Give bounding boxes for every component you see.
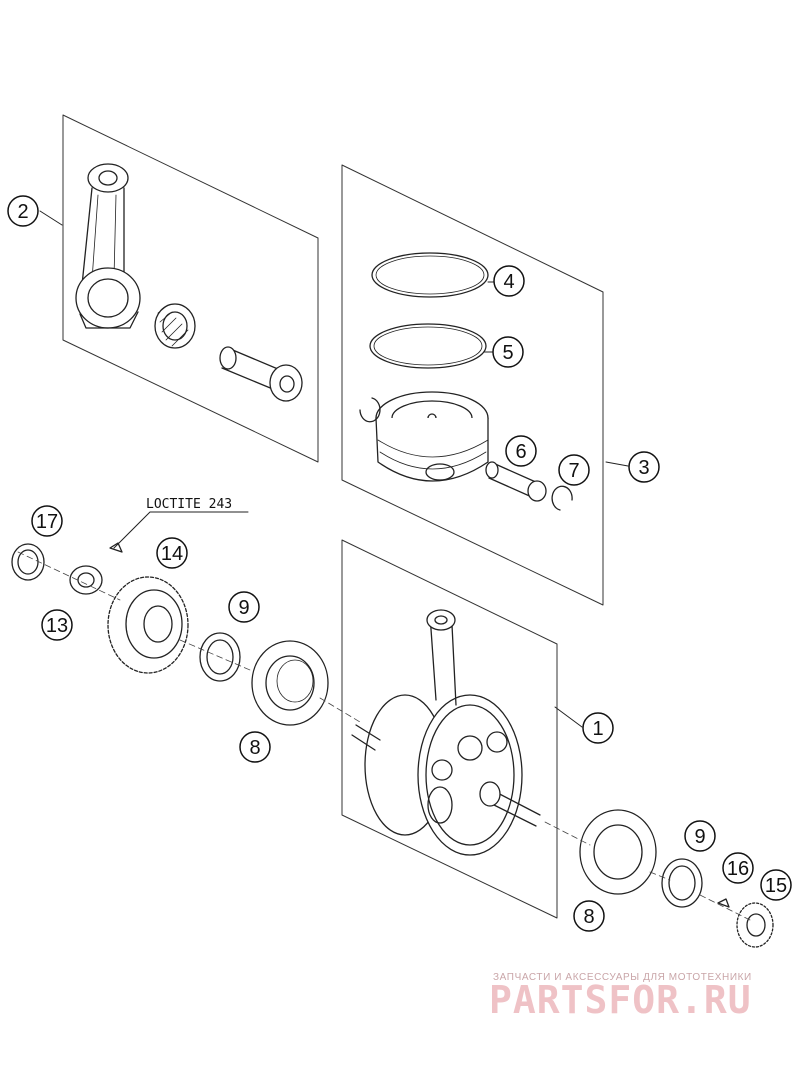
callout-circle-6 [505, 435, 537, 467]
callout-15-label: 15 [765, 875, 787, 897]
callout-2-label: 2 [17, 201, 28, 223]
callout-circle-9b [684, 820, 716, 852]
woodruff-key-right [717, 898, 730, 908]
callout-1-label: 1 [592, 718, 603, 740]
callout-circle-8b [573, 900, 605, 932]
callout-7-label: 7 [568, 460, 579, 482]
needle-bearing-part [154, 303, 196, 349]
callout-5-label: 5 [502, 342, 513, 364]
callout-16-label: 16 [727, 858, 749, 880]
callout-circle-5 [492, 336, 524, 368]
connecting-rod-part [75, 163, 141, 329]
callout-8b-label: 8 [583, 906, 594, 928]
circlip-left [359, 397, 381, 423]
loctite-note: LOCTITE 243 [146, 497, 232, 512]
callout-circle-16 [722, 852, 754, 884]
callout-9a-label: 9 [238, 597, 249, 619]
shaft-seal-right [661, 858, 703, 908]
spacer-part [69, 565, 103, 595]
watermark-tagline: ЗАПЧАСТИ И АКСЕССУАРЫ ДЛЯ МОТОТЕХНИКИ [493, 972, 752, 983]
callout-4-label: 4 [503, 271, 514, 293]
main-bearing-right [579, 809, 657, 895]
watermark-brand: PARTSFOR.RU [489, 978, 752, 1022]
crankshaft-part [351, 609, 541, 856]
callout-circle-2 [7, 195, 39, 227]
callout-14-label: 14 [161, 543, 183, 565]
callout-circle-4 [493, 265, 525, 297]
callout-circle-9a [228, 591, 260, 623]
callout-8a-label: 8 [249, 737, 260, 759]
piston-group-panel [341, 164, 604, 606]
woodruff-key-left [109, 542, 123, 553]
callout-circle-7 [558, 454, 590, 486]
main-bearing-left [251, 640, 329, 726]
axis-line [17, 551, 751, 921]
callout-13-label: 13 [46, 615, 68, 637]
callout-6-label: 6 [515, 441, 526, 463]
callout-3-label: 3 [638, 457, 649, 479]
piston-ring-upper [371, 252, 489, 298]
callout-circle-14 [156, 537, 188, 569]
callout-circle-1 [582, 712, 614, 744]
callout-circle-13 [41, 609, 73, 641]
callout-circle-17 [31, 505, 63, 537]
crankshaft-panel [341, 539, 558, 919]
callout-circle-3 [628, 451, 660, 483]
callout-9b-label: 9 [694, 826, 705, 848]
circlip-right [551, 485, 573, 511]
callout-circle-8a [239, 731, 271, 763]
primary-gear-part [107, 576, 189, 674]
pin-part [219, 346, 303, 402]
timing-gear-part [736, 902, 774, 948]
conrod-group-panel [62, 114, 319, 463]
piston-ring-lower [369, 323, 487, 369]
piston-part [375, 391, 489, 482]
piston-pin-part [485, 461, 547, 502]
callout-17-label: 17 [36, 511, 58, 533]
callout-circle-15 [760, 869, 792, 901]
